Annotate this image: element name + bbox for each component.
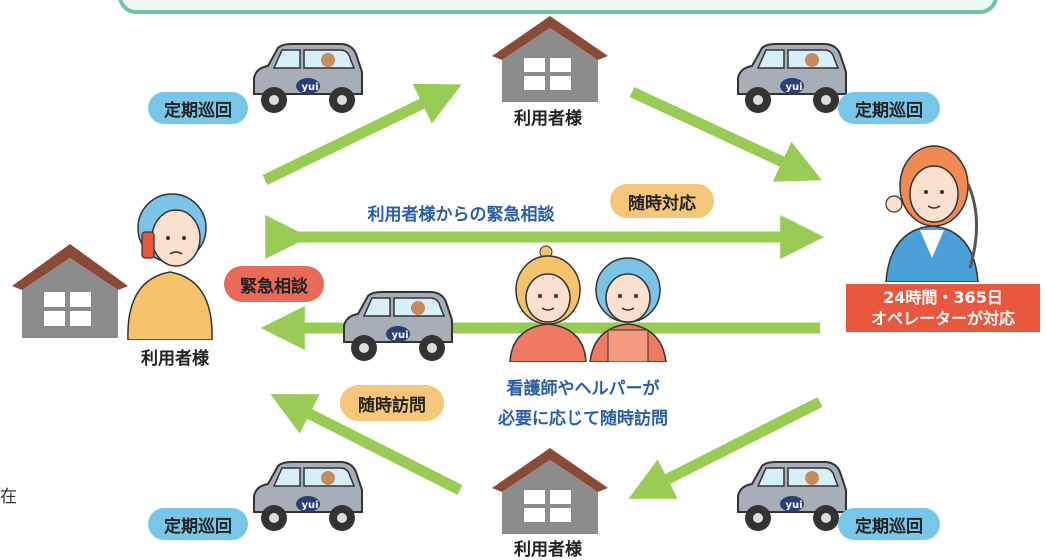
car-bottom-right-icon	[737, 461, 847, 531]
car-logo-text: yui	[391, 330, 409, 341]
on-demand-visit-badge: 随時訪問	[340, 385, 444, 421]
operator-line-2: オペレーターが対応	[870, 309, 1015, 328]
house-top-icon	[492, 16, 608, 102]
car-logo-text: yui	[301, 500, 319, 511]
arrow-left-to-top	[262, 83, 462, 185]
car-logo-text: yui	[301, 82, 319, 93]
operator-info-box: 24時間・365日 オペレーターが対応	[846, 284, 1040, 332]
emergency-from-user-label: 利用者様からの緊急相談	[367, 205, 555, 225]
on-demand-response-badge: 随時対応	[610, 184, 714, 218]
patrol-badge-bottom-right: 定期巡回	[838, 508, 940, 540]
visit-line-1: 看護師やヘルパーが	[506, 379, 660, 399]
emergency-consult-badge: 緊急相談	[224, 266, 324, 302]
house-left-icon	[12, 244, 128, 338]
patrol-badge-top-left: 定期巡回	[148, 92, 248, 124]
operator-illustration	[885, 145, 979, 282]
visit-line-2: 必要に応じて随時訪問	[498, 409, 668, 429]
visit-description: 看護師やヘルパーが 必要に応じて随時訪問	[468, 374, 698, 434]
edge-text-fragment: 在	[0, 487, 17, 507]
nurse-and-helper-illustration	[509, 245, 667, 362]
patrol-badge-top-right: 定期巡回	[838, 92, 940, 124]
arrow-operator-to-bottom	[628, 397, 823, 499]
car-bottom-left-icon	[253, 461, 363, 531]
car-top-left-icon	[253, 43, 363, 113]
house-bottom-label: 利用者様	[514, 540, 582, 560]
operator-line-1: 24時間・365日	[883, 288, 1003, 307]
arrow-bottom-to-left	[270, 394, 463, 495]
car-logo-text: yui	[785, 82, 803, 93]
arrow-top-to-operator	[629, 87, 822, 182]
house-left-label: 利用者様	[141, 349, 209, 369]
car-visit-icon	[343, 291, 453, 361]
house-top-label: 利用者様	[514, 109, 582, 129]
car-logo-text: yui	[785, 500, 803, 511]
patrol-badge-bottom-left: 定期巡回	[148, 508, 248, 540]
house-bottom-icon	[492, 448, 608, 534]
car-top-right-icon	[737, 43, 847, 113]
user-on-phone-illustration	[127, 193, 213, 340]
